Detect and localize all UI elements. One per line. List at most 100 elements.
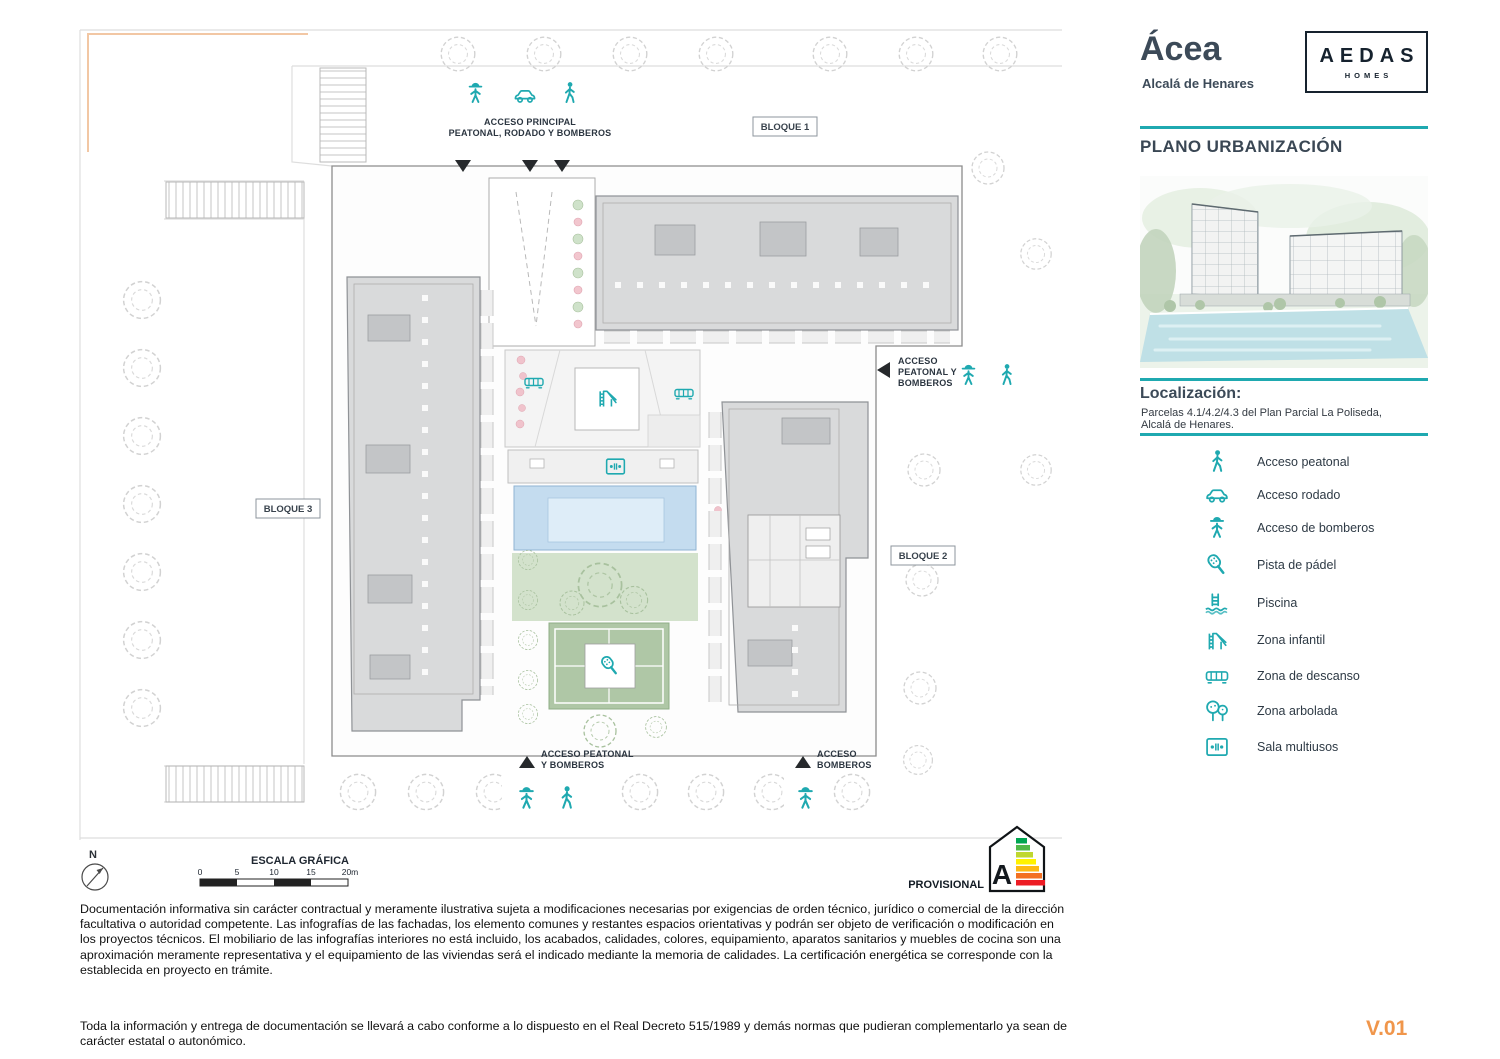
rendered-building-tall bbox=[1191, 203, 1259, 299]
scale-tick: 5 bbox=[235, 867, 240, 877]
scale-tick: 20m bbox=[342, 867, 359, 877]
access-fire-label-2: BOMBEROS bbox=[817, 760, 872, 770]
legend-label: Zona arbolada bbox=[1257, 704, 1338, 718]
slide-icon bbox=[1202, 626, 1232, 654]
legend-label: Acceso de bomberos bbox=[1257, 521, 1375, 535]
access-arrow-up bbox=[795, 756, 811, 768]
divider bbox=[1140, 378, 1428, 381]
firefighter-icon bbox=[468, 81, 483, 104]
north-label: N bbox=[89, 849, 97, 861]
pedestrian-icon bbox=[564, 81, 575, 104]
legend-item: Zona arbolada bbox=[1140, 697, 1428, 725]
legend-item: Acceso rodado bbox=[1140, 481, 1428, 509]
pool-icon bbox=[1202, 589, 1232, 617]
divider bbox=[1140, 126, 1428, 129]
pedestrian-icon bbox=[1202, 448, 1232, 476]
central-plaza bbox=[504, 349, 701, 448]
playground-area bbox=[574, 367, 640, 431]
graphic-scale: ESCALA GRÁFICA 0 5 10 15 20m bbox=[198, 854, 359, 887]
rendered-building-low bbox=[1289, 230, 1403, 299]
energy-letter: A bbox=[992, 859, 1012, 890]
location-text: Parcelas 4.1/4.2/4.3 del Plan Parcial La… bbox=[1141, 407, 1382, 419]
legend-label: Zona de descanso bbox=[1257, 669, 1360, 683]
multiuse-icon bbox=[1202, 733, 1232, 761]
street-lines bbox=[79, 29, 1062, 840]
legend-label: Zona infantil bbox=[1257, 633, 1326, 647]
scale-tick: 15 bbox=[306, 867, 316, 877]
access-arrow-left bbox=[877, 362, 890, 378]
building-bloque-3 bbox=[346, 276, 494, 732]
legend-label: Acceso rodado bbox=[1257, 488, 1341, 502]
legend-item: Acceso peatonal bbox=[1140, 448, 1428, 476]
bloque-2-label-text: BLOQUE 2 bbox=[899, 551, 948, 562]
logo-text: AEDAS bbox=[1319, 44, 1420, 67]
scale-tick: 10 bbox=[269, 867, 279, 877]
access-arrow-down bbox=[522, 160, 538, 172]
legend-label: Pista de pádel bbox=[1257, 558, 1337, 572]
project-rendering bbox=[1136, 176, 1432, 368]
access-east-label-2: PEATONAL Y bbox=[898, 367, 957, 377]
project-subtitle: Alcalá de Henares bbox=[1142, 76, 1255, 91]
building-bloque-2 bbox=[708, 401, 869, 713]
legend-label: Piscina bbox=[1257, 596, 1298, 610]
entrance-corridor bbox=[488, 177, 596, 347]
stair-hatches bbox=[165, 67, 367, 803]
legend-item: Pista de pádel bbox=[1140, 551, 1428, 579]
aedas-homes-logo: AEDAS HOMES bbox=[1305, 31, 1428, 93]
access-south: ACCESO PEATONAL Y BOMBEROS bbox=[502, 749, 634, 826]
rendered-bushes bbox=[1164, 296, 1386, 312]
disclaimer-paragraph-2: Toda la información y entrega de documen… bbox=[80, 1019, 1068, 1049]
location-heading: Localización: bbox=[1140, 385, 1242, 402]
bloque-3-label-text: BLOQUE 3 bbox=[264, 504, 313, 515]
access-south-label-2: Y BOMBEROS bbox=[541, 760, 604, 770]
access-south-label-1: ACCESO PEATONAL bbox=[541, 749, 634, 759]
north-arrow: N bbox=[81, 849, 109, 891]
access-arrow-up bbox=[519, 756, 535, 768]
access-main-label-2: PEATONAL, RODADO Y BOMBEROS bbox=[449, 128, 612, 138]
page-title: Ácea bbox=[1140, 30, 1222, 68]
energy-bars bbox=[1016, 838, 1045, 886]
version-label: V.01 bbox=[1366, 1017, 1408, 1040]
legend-item: Sala multiusos bbox=[1140, 733, 1428, 761]
building-bloque-1 bbox=[595, 195, 959, 344]
access-fire-label-1: ACCESO bbox=[817, 749, 857, 759]
bloque-3-label: BLOQUE 3 bbox=[255, 498, 321, 519]
scale-heading: ESCALA GRÁFICA bbox=[251, 854, 349, 867]
legend-item: Zona de descanso bbox=[1140, 662, 1428, 690]
site-plan-drawing: BLOQUE 1 BLOQUE 3 BLOQUE 2 ACCESO PRINCI… bbox=[79, 29, 1062, 893]
entrance-planting bbox=[572, 199, 584, 329]
title-block-sidebar: Ácea Alcalá de Henares AEDAS HOMES PLANO… bbox=[1136, 0, 1432, 1059]
padel-court bbox=[548, 622, 670, 710]
legend-item: Zona infantil bbox=[1140, 626, 1428, 654]
legend-label: Sala multiusos bbox=[1257, 740, 1339, 754]
disclaimer-paragraph-1: Documentación informativa sin carácter c… bbox=[80, 902, 1065, 977]
scale-tick: 0 bbox=[198, 867, 203, 877]
access-main-label-1: ACCESO PRINCIPAL bbox=[484, 117, 576, 127]
divider bbox=[1140, 433, 1428, 436]
logo-subtext: HOMES bbox=[1344, 70, 1393, 80]
padel-icon bbox=[1202, 551, 1232, 579]
provisional-label: PROVISIONAL bbox=[908, 879, 984, 891]
legend-item: Piscina bbox=[1140, 589, 1428, 617]
trees-icon bbox=[1202, 697, 1232, 725]
bench-icon bbox=[1202, 662, 1232, 690]
lawn-zone bbox=[512, 553, 698, 621]
rendered-pool bbox=[1140, 307, 1428, 362]
access-main: ACCESO PRINCIPAL PEATONAL, RODADO Y BOMB… bbox=[449, 81, 612, 172]
pool bbox=[513, 485, 697, 551]
firefighter-icon bbox=[1202, 514, 1232, 542]
car-icon bbox=[1202, 481, 1232, 509]
access-arrow-down bbox=[554, 160, 570, 172]
bloque-1-label: BLOQUE 1 bbox=[752, 116, 818, 137]
energy-rating-provisional: PROVISIONAL A bbox=[908, 825, 1046, 893]
flower-planting bbox=[515, 355, 527, 429]
access-east-label-3: BOMBEROS bbox=[898, 378, 953, 388]
legend-item: Acceso de bomberos bbox=[1140, 514, 1428, 542]
legend-label: Acceso peatonal bbox=[1257, 455, 1350, 469]
access-fire: ACCESO BOMBEROS bbox=[784, 749, 872, 826]
access-arrow-down bbox=[455, 160, 471, 172]
adjacent-parcel-outline bbox=[87, 33, 308, 152]
bloque-2-label: BLOQUE 2 bbox=[890, 545, 956, 566]
multiuse-room bbox=[507, 449, 699, 484]
access-east-label-1: ACCESO bbox=[898, 356, 938, 366]
